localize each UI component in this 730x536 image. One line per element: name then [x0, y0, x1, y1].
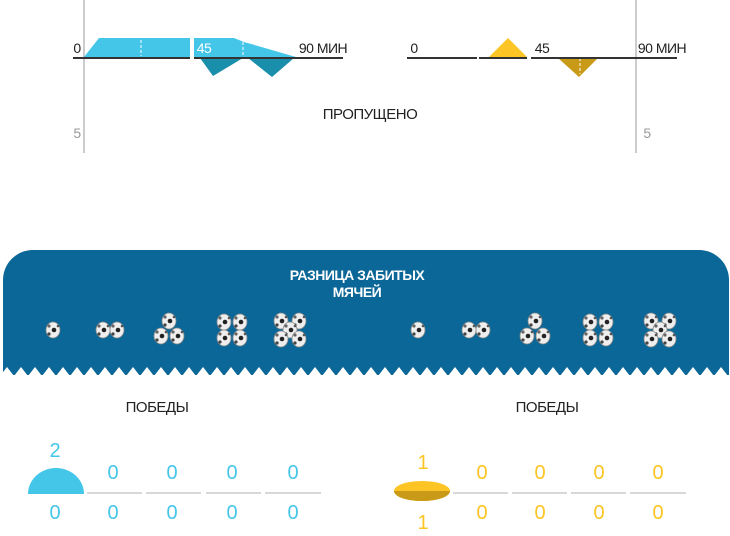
- left-wins-label: ПОБЕДЫ: [125, 399, 189, 416]
- soccer-ball-icon: [598, 313, 614, 331]
- soccer-ball-icon: [582, 329, 598, 347]
- left-wins-bottom-value: 0: [49, 502, 61, 524]
- ball-group-1: [45, 321, 61, 339]
- ball-group-4: [216, 313, 248, 347]
- ball-group-2: [461, 321, 491, 339]
- soccer-ball-icon: [273, 330, 289, 348]
- soccer-ball-icon: [232, 313, 248, 331]
- soccer-ball-icon: [475, 321, 491, 339]
- soccer-ball-icon: [519, 327, 535, 345]
- right-end-label: 90 МИН: [637, 40, 687, 56]
- goal-difference-banner: [3, 250, 729, 375]
- right-wins-bottom-value: 1: [417, 512, 429, 534]
- soccer-ball-icon: [291, 330, 307, 348]
- left-half-label: 45: [196, 40, 212, 56]
- left-wins-top-value: 0: [166, 462, 178, 484]
- conceded-label: ПРОПУЩЕНО: [322, 106, 418, 123]
- left-wins-bottom-value: 0: [226, 502, 238, 524]
- soccer-ball-icon: [216, 329, 232, 347]
- left-axis-value: 5: [73, 125, 81, 141]
- right-wins-top-value: 0: [593, 462, 605, 484]
- right-wins-top-value: 0: [652, 462, 664, 484]
- left-scored-area: [84, 38, 190, 57]
- soccer-ball-icon: [598, 329, 614, 347]
- right-conceded-area: [558, 58, 598, 77]
- soccer-ball-icon: [109, 321, 125, 339]
- right-wins-bottom-value: 0: [593, 502, 605, 524]
- soccer-ball-icon: [95, 321, 111, 339]
- right-wins-top-value: 1: [417, 452, 429, 474]
- soccer-ball-icon: [535, 327, 551, 345]
- right-wins-ellipse-bottom: [394, 491, 450, 501]
- left-wins-top-value: 2: [49, 440, 61, 462]
- right-wins-label: ПОБЕДЫ: [515, 399, 579, 416]
- right-wins-bottom-value: 0: [534, 502, 546, 524]
- banner-title-line2: МЯЧЕЙ: [332, 284, 382, 300]
- soccer-ball-icon: [461, 321, 477, 339]
- soccer-ball-icon: [45, 321, 61, 339]
- left-conceded-area-1: [200, 58, 243, 76]
- soccer-ball-icon: [216, 313, 232, 331]
- goal-timeline-charts: [73, 0, 677, 153]
- ball-group-5: [273, 312, 307, 348]
- soccer-ball-icon: [661, 330, 677, 348]
- soccer-ball-icon: [643, 330, 659, 348]
- right-wins-bottom-value: 0: [652, 502, 664, 524]
- ball-groups: [45, 312, 677, 348]
- banner-title: РАЗНИЦА ЗАБИТЫХ МЯЧЕЙ: [290, 267, 425, 301]
- soccer-ball-icon: [153, 327, 169, 345]
- ball-group-3: [519, 312, 551, 345]
- right-half-label: 45: [534, 40, 550, 56]
- left-wins-top-value: 0: [226, 462, 238, 484]
- ball-group-5: [643, 312, 677, 348]
- ball-group-4: [582, 313, 614, 347]
- left-wins-top-value: 0: [107, 462, 119, 484]
- left-conceded-area-2: [248, 58, 294, 77]
- left-wins-semicircle: [28, 468, 84, 494]
- wins-graphics: [28, 468, 686, 501]
- left-scored-area-2: [194, 38, 296, 57]
- left-start-label: 0: [73, 40, 81, 56]
- soccer-ball-icon: [161, 312, 177, 330]
- ball-group-2: [95, 321, 125, 339]
- soccer-ball-icon: [169, 327, 185, 345]
- right-scored-area: [489, 38, 527, 57]
- ball-group-1: [410, 321, 426, 339]
- soccer-ball-icon: [582, 313, 598, 331]
- soccer-ball-icon: [410, 321, 426, 339]
- left-wins-bottom-value: 0: [107, 502, 119, 524]
- right-axis-value: 5: [643, 125, 651, 141]
- banner-title-line1: РАЗНИЦА ЗАБИТЫХ: [289, 267, 425, 283]
- right-wins-bottom-value: 0: [476, 502, 488, 524]
- right-wins-top-value: 0: [476, 462, 488, 484]
- soccer-ball-icon: [232, 329, 248, 347]
- left-wins-bottom-value: 0: [287, 502, 299, 524]
- ball-group-3: [153, 312, 185, 345]
- soccer-ball-icon: [527, 312, 543, 330]
- right-start-label: 0: [410, 40, 418, 56]
- left-wins-top-value: 0: [287, 462, 299, 484]
- left-end-label: 90 МИН: [298, 40, 348, 56]
- banner-zigzag-edge: [0, 367, 730, 376]
- right-wins-top-value: 0: [534, 462, 546, 484]
- left-wins-bottom-value: 0: [166, 502, 178, 524]
